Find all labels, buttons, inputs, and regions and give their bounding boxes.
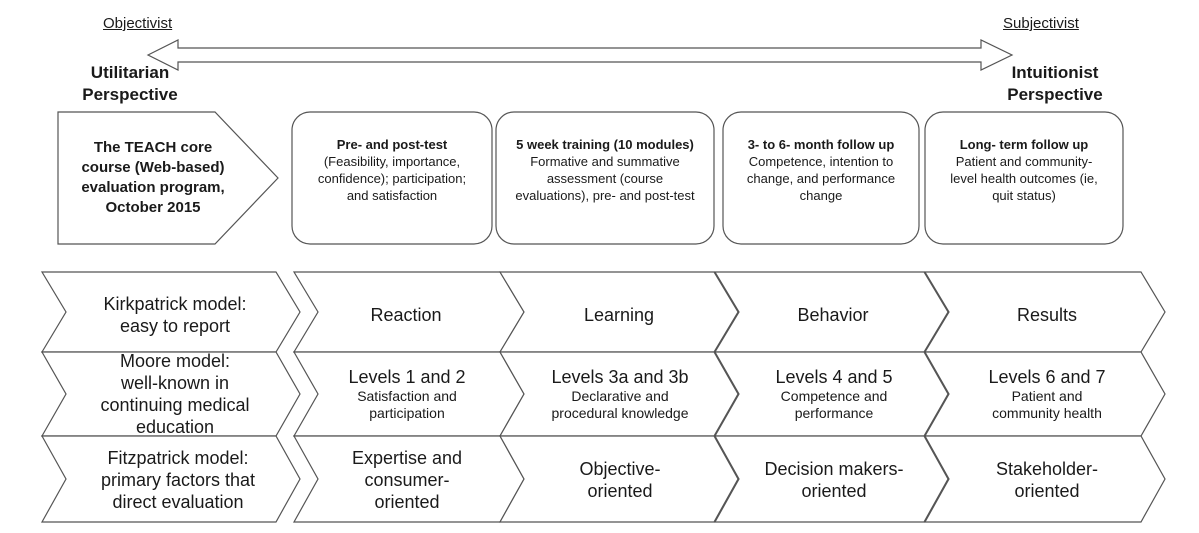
stage-text-1: Pre- and post-test (Feasibility, importa… [317, 137, 467, 203]
stage-text-3: 3- to 6- month follow up Competence, int… [746, 137, 896, 203]
fitzpatrick-stakeholder-cell: Stakeholder- oriented [995, 459, 1099, 501]
subjectivist-label: Subjectivist [1003, 15, 1079, 32]
fitzpatrick-chevron-4 [923, 435, 1166, 523]
stage-box-4 [924, 111, 1124, 245]
fitzpatrick-chevron-0 [40, 435, 301, 523]
stage-text-2: 5 week training (10 modules) Formative a… [515, 137, 695, 203]
kirkpatrick-model-label: Kirkpatrick model: easy to report [103, 294, 247, 336]
stage-box-1 [291, 111, 493, 245]
fitzpatrick-expertise-cell: Expertise and consumer- oriented [351, 448, 463, 512]
fitzpatrick-decision-makers-cell: Decision makers- oriented [764, 459, 904, 501]
kirkpatrick-reaction-cell: Reaction [370, 305, 442, 325]
utilitarian-perspective-label: Utilitarian Perspective [82, 63, 178, 104]
moore-levels-6-7-cell: Levels 6 and 7 Patient and community hea… [988, 367, 1106, 421]
fitzpatrick-objective-cell: Objective- oriented [579, 459, 661, 501]
core-program-arrow [57, 111, 279, 245]
kirkpatrick-learning-cell: Learning [583, 305, 655, 325]
stage-box-3 [722, 111, 920, 245]
core-program-text: The TEACH core course (Web-based) evalua… [81, 139, 225, 216]
objectivist-label: Objectivist [103, 15, 173, 32]
kirkpatrick-behavior-cell: Behavior [797, 305, 869, 325]
moore-levels-3a-3b-cell: Levels 3a and 3b Declarative and procedu… [551, 367, 689, 421]
stage-text-4: Long- term follow up Patient and communi… [950, 137, 1098, 203]
intuitionist-perspective-label: Intuitionist Perspective [1007, 63, 1103, 104]
moore-levels-1-2-cell: Levels 1 and 2 Satisfaction and particip… [348, 367, 466, 421]
fitzpatrick-chevron-2 [498, 435, 739, 523]
moore-levels-4-5-cell: Levels 4 and 5 Competence and performanc… [775, 367, 893, 421]
objectivist-subjectivist-arrow [146, 39, 1014, 71]
moore-model-label: Moore model: well-known in continuing me… [100, 351, 250, 437]
fitzpatrick-chevron-3 [713, 435, 949, 523]
stage-box-2 [495, 111, 715, 245]
fitzpatrick-model-label: Fitzpatrick model: primary factors that … [100, 448, 256, 512]
kirkpatrick-results-cell: Results [1016, 305, 1078, 325]
